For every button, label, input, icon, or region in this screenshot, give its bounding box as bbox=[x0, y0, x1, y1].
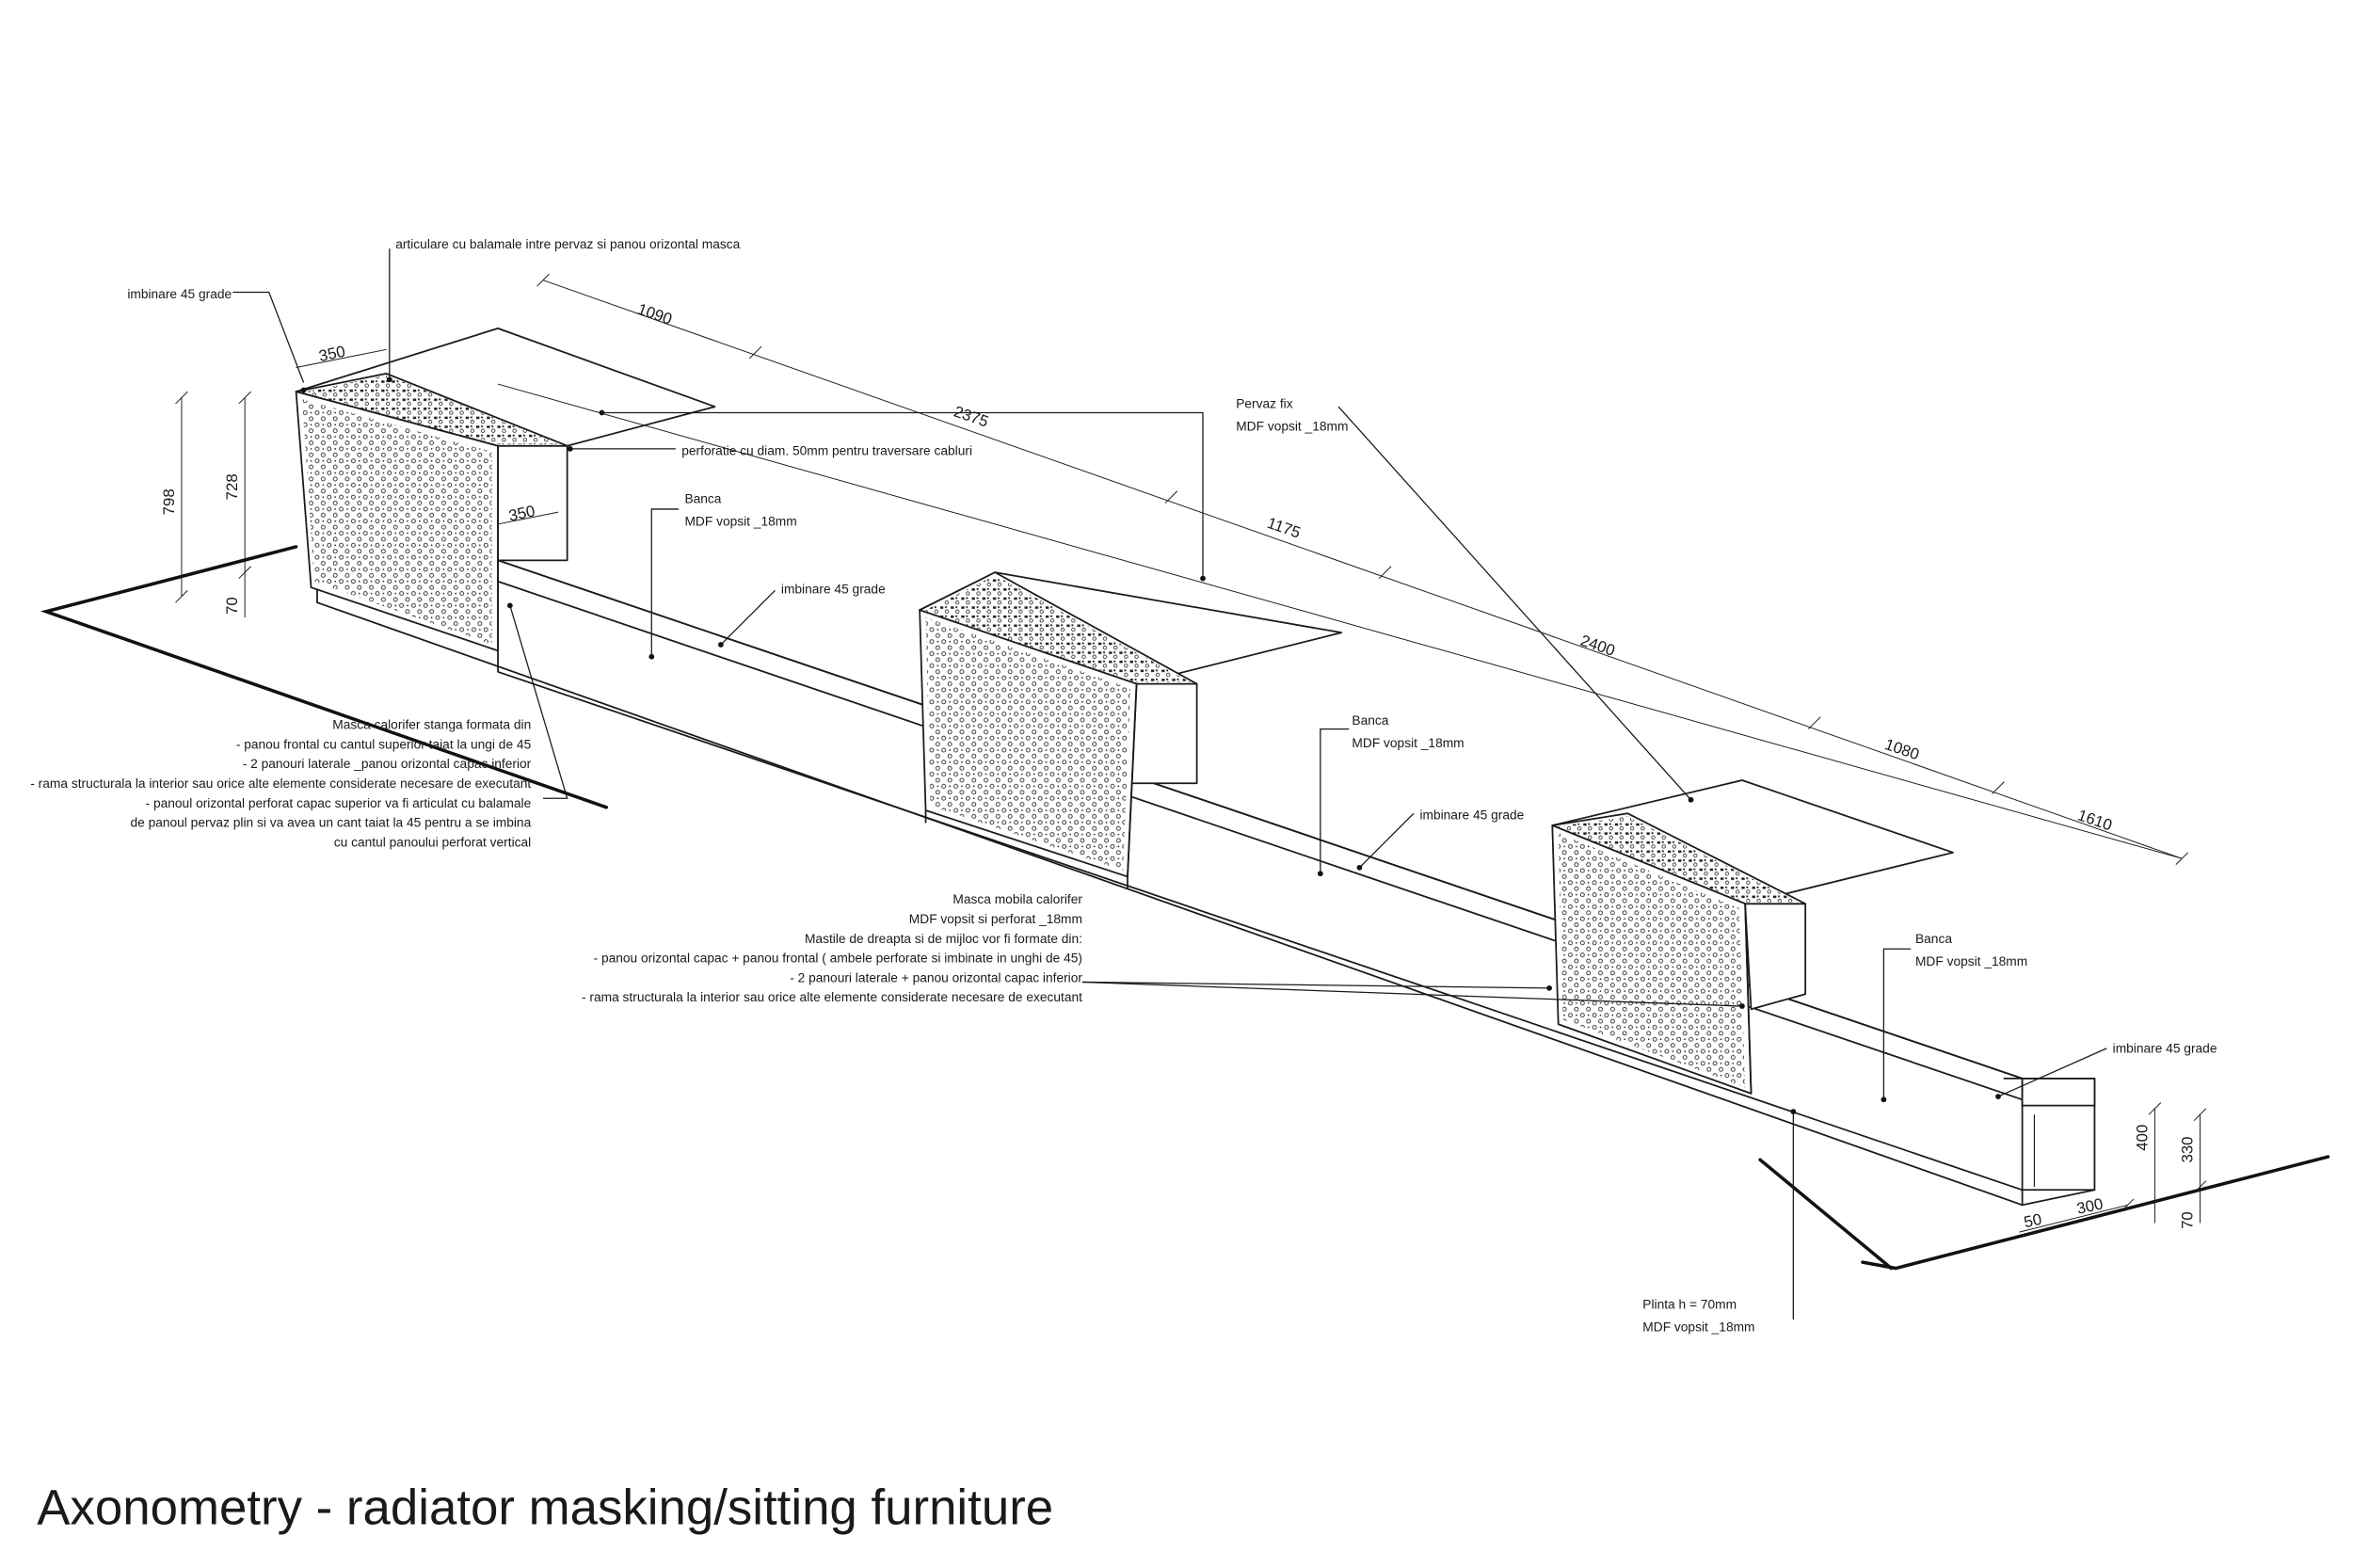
note-plinta-title: Plinta h = 70mm bbox=[1642, 1298, 1737, 1312]
note-line: Masca mobila calorifer bbox=[952, 892, 1082, 906]
note-line: Mastile de dreapta si de mijloc vor fi f… bbox=[805, 932, 1082, 946]
note-masca-stanga: Masca calorifer stanga formata din - pan… bbox=[30, 718, 531, 850]
note-line: - 2 panouri laterale _panou orizontal ca… bbox=[243, 757, 532, 771]
note-banca2-title: Banca bbox=[1352, 713, 1388, 728]
note-plinta-sub: MDF vopsit _18mm bbox=[1642, 1320, 1754, 1335]
note-banca3-sub: MDF vopsit _18mm bbox=[1915, 954, 2027, 968]
note-line: - panou frontal cu cantul superior taiat… bbox=[236, 737, 532, 751]
note-banca3-title: Banca bbox=[1915, 932, 1952, 946]
leader-lines bbox=[232, 248, 2107, 1320]
note-banca2-sub: MDF vopsit _18mm bbox=[1352, 736, 1464, 750]
dim-350-top: 350 bbox=[317, 343, 346, 365]
note-banca1-title: Banca bbox=[684, 492, 721, 506]
floor-corner-right bbox=[1758, 1158, 1894, 1271]
dim-70-right: 70 bbox=[2178, 1211, 2196, 1229]
note-imbinare-mid2: imbinare 45 grade bbox=[1419, 808, 1524, 823]
leader-dots bbox=[300, 376, 2001, 1114]
note-line: - rama structurala la interior sau orice… bbox=[30, 776, 531, 791]
dim-400: 400 bbox=[2133, 1125, 2151, 1151]
note-imbinare-mid1: imbinare 45 grade bbox=[781, 583, 886, 597]
note-pervaz-title: Pervaz fix bbox=[1236, 397, 1292, 411]
note-imbinare-top: imbinare 45 grade bbox=[127, 287, 232, 301]
dim-1090: 1090 bbox=[635, 300, 675, 328]
note-banca1-sub: MDF vopsit _18mm bbox=[684, 515, 796, 529]
floor-outline bbox=[40, 545, 2330, 1271]
note-line: MDF vopsit si perforat _18mm bbox=[909, 912, 1082, 926]
note-pervaz-sub: MDF vopsit _18mm bbox=[1236, 420, 1348, 434]
dim-2400: 2400 bbox=[1578, 632, 1618, 660]
dim-50: 50 bbox=[2023, 1210, 2043, 1231]
dimension-ticks bbox=[175, 273, 2207, 1212]
note-imbinare-right: imbinare 45 grade bbox=[2113, 1042, 2217, 1056]
dimension-lines bbox=[175, 273, 2207, 1233]
note-articulare: articulare cu balamale intre pervaz si p… bbox=[395, 237, 740, 251]
drawing-title: Axonometry - radiator masking/sitting fu… bbox=[37, 1480, 1053, 1536]
note-line: - rama structurala la interior sau orice… bbox=[582, 990, 1082, 1004]
note-perforatie: perforatie cu diam. 50mm pentru traversa… bbox=[681, 443, 972, 457]
dim-70-left: 70 bbox=[223, 597, 241, 615]
radiator-mask-middle bbox=[919, 571, 1198, 890]
radiator-mask-right bbox=[1551, 812, 1807, 1095]
dim-330: 330 bbox=[2178, 1136, 2196, 1162]
note-line: cu cantul panoului perforat vertical bbox=[334, 835, 531, 849]
note-masca-mobila: Masca mobila calorifer MDF vopsit si per… bbox=[582, 892, 1082, 1004]
note-line: Masca calorifer stanga formata din bbox=[332, 718, 531, 732]
dim-1175: 1175 bbox=[1265, 514, 1303, 542]
note-line: - 2 panouri laterale + panou orizontal c… bbox=[790, 970, 1082, 984]
annotations: articulare cu balamale intre pervaz si p… bbox=[30, 237, 2217, 1335]
note-line: de panoul pervaz plin si va avea un cant… bbox=[130, 816, 531, 830]
dim-728: 728 bbox=[223, 473, 241, 500]
radiator-mask-left bbox=[295, 373, 568, 652]
dim-798: 798 bbox=[160, 488, 178, 515]
note-line: - panou orizontal capac + panou frontal … bbox=[594, 952, 1082, 966]
note-line: - panoul orizontal perforat capac superi… bbox=[146, 796, 532, 810]
